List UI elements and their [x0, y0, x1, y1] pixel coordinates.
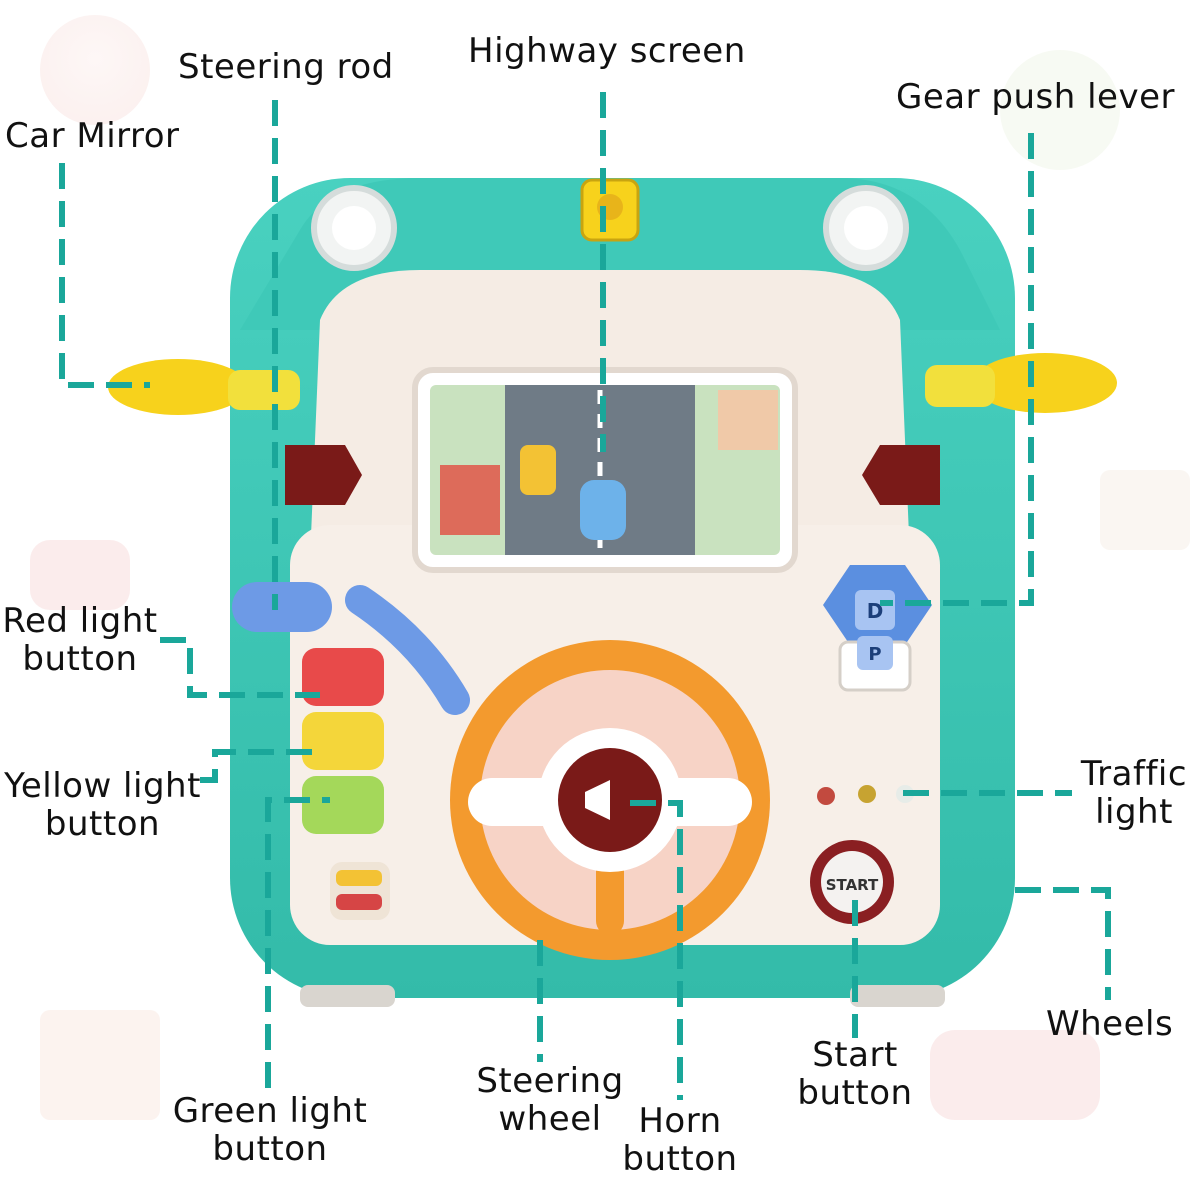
leader-line-yellow-light-button: [200, 749, 320, 783]
steering-wheel-shape: [450, 640, 770, 960]
traffic-light-dots: [817, 785, 914, 805]
leader-lines: [59, 92, 1111, 1100]
start-button-shape: START: [810, 840, 894, 924]
label-gear-push-lever: Gear push lever: [896, 77, 1175, 117]
label-start-button-line1: Start: [812, 1035, 898, 1075]
start-button-text: START: [826, 876, 879, 894]
turn-signals: [285, 445, 940, 505]
label-green-light-button: Green light button: [172, 1092, 368, 1168]
steering-rod-shape: [232, 582, 470, 715]
label-red-light-button: Red light button: [0, 602, 160, 678]
leader-line-red-light-button: [160, 637, 320, 698]
leader-line-horn-button: [630, 800, 683, 1100]
leader-line-car-mirror: [59, 163, 150, 388]
label-highway-screen: Highway screen: [468, 31, 746, 71]
leader-line-gear-push-lever: [880, 133, 1034, 606]
side-buttons: [302, 648, 390, 920]
label-green-light-button-line2: button: [212, 1129, 328, 1169]
label-steering-rod: Steering rod: [178, 47, 394, 87]
label-steering-wheel-line1: Steering: [476, 1061, 624, 1101]
leader-line-wheels: [1015, 887, 1111, 1000]
label-red-light-button-line1: Red light: [2, 601, 158, 641]
label-yellow-light-button-line2: button: [44, 804, 161, 844]
leader-line-green-light-button: [265, 797, 330, 1088]
wheels-shape: [300, 985, 945, 1007]
label-horn-button-line2: button: [622, 1139, 738, 1179]
label-horn-button-line1: Horn: [638, 1101, 722, 1141]
label-traffic-light: Traffic light: [1070, 755, 1198, 831]
label-horn-button: Horn button: [620, 1102, 740, 1178]
label-car-mirror: Car Mirror: [5, 116, 180, 156]
gear-lever-shape: D P: [823, 565, 932, 692]
gear-p-label: P: [868, 644, 881, 665]
label-start-button-line2: button: [797, 1073, 913, 1113]
label-green-light-button-line1: Green light: [172, 1091, 368, 1131]
label-traffic-light-line2: light: [1095, 792, 1173, 832]
label-yellow-light-button-line1: Yellow light: [4, 766, 201, 806]
background-decorations: [30, 15, 1190, 1120]
label-red-light-button-line2: button: [22, 639, 138, 679]
label-steering-wheel: Steering wheel: [475, 1062, 625, 1138]
car-mirror-shapes: [108, 353, 1117, 415]
gear-d-label: D: [867, 599, 884, 623]
label-start-button: Start button: [795, 1036, 915, 1112]
label-steering-wheel-line2: wheel: [498, 1099, 602, 1139]
label-yellow-light-button: Yellow light button: [0, 767, 205, 843]
label-wheels: Wheels: [1046, 1004, 1174, 1044]
label-traffic-light-line1: Traffic: [1080, 754, 1188, 794]
